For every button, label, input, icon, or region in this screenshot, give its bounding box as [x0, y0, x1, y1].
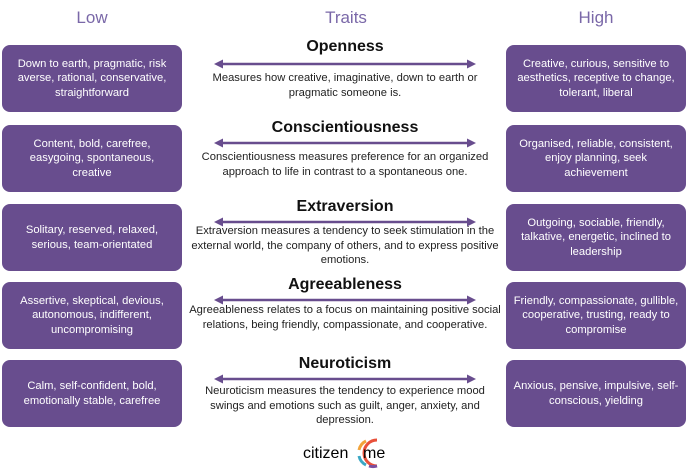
extraversion-low-box: Solitary, reserved, relaxed, serious, te… [2, 204, 182, 271]
neuroticism-high-box: Anxious, pensive, impulsive, self-consci… [506, 360, 686, 427]
openness-title: Openness [306, 38, 384, 55]
extraversion-title: Extraversion [296, 198, 394, 215]
conscientiousness-low-box: Content, bold, carefree, easygoing, spon… [2, 125, 182, 192]
conscientiousness-low-text: Content, bold, carefree, easygoing, spon… [29, 137, 155, 179]
agreeableness-low-text: Assertive, skeptical, devious, autonomou… [20, 294, 164, 336]
extraversion-high-box: Outgoing, sociable, friendly, talkative,… [506, 204, 686, 271]
extraversion-description: Extraversion measures a tendency to seek… [191, 225, 499, 266]
neuroticism-description: Neuroticism measures the tendency to exp… [205, 385, 485, 426]
agreeableness-description: Agreeableness relates to a focus on main… [189, 304, 501, 331]
logo-text-citizen: citizen [303, 445, 348, 462]
openness-low-box: Down to earth, pragmatic, risk averse, r… [2, 45, 182, 112]
neuroticism-low-box: Calm, self-confident, bold, emotionally … [2, 360, 182, 427]
low-column-header: Low [76, 8, 108, 27]
agreeableness-high-text: Friendly, compassionate, gullible, coope… [513, 294, 679, 336]
extraversion-arrow [214, 217, 476, 227]
neuroticism-title: Neuroticism [298, 355, 392, 372]
logo-text-me: me [363, 445, 385, 462]
high-column-header: High [578, 8, 614, 27]
traits-column-header: Traits [325, 8, 367, 27]
agreeableness-title: Agreeableness [288, 276, 402, 293]
extraversion-low-text: Solitary, reserved, relaxed, serious, te… [25, 224, 159, 251]
conscientiousness-arrow [214, 138, 476, 148]
agreeableness-high-box: Friendly, compassionate, gullible, coope… [506, 282, 686, 349]
agreeableness-arrow [214, 295, 476, 305]
openness-high-box: Creative, curious, sensitive to aestheti… [506, 45, 686, 112]
conscientiousness-title: Conscientiousness [271, 119, 419, 136]
logo-ring-icon [357, 438, 378, 469]
openness-low-text: Down to earth, pragmatic, risk averse, r… [17, 57, 167, 99]
conscientiousness-description: Conscientiousness measures preference fo… [201, 151, 489, 178]
neuroticism-low-text: Calm, self-confident, bold, emotionally … [23, 380, 161, 407]
openness-high-text: Creative, curious, sensitive to aestheti… [517, 57, 675, 99]
openness-arrow [214, 59, 476, 69]
extraversion-high-text: Outgoing, sociable, friendly, talkative,… [521, 216, 671, 258]
conscientiousness-high-text: Organised, reliable, consistent, enjoy p… [519, 137, 673, 179]
neuroticism-high-text: Anxious, pensive, impulsive, self-consci… [513, 380, 679, 407]
neuroticism-arrow [214, 374, 476, 384]
openness-description: Measures how creative, imaginative, down… [212, 72, 478, 99]
agreeableness-low-box: Assertive, skeptical, devious, autonomou… [2, 282, 182, 349]
citizenme-logo: citizen me [303, 438, 385, 469]
conscientiousness-high-box: Organised, reliable, consistent, enjoy p… [506, 125, 686, 192]
